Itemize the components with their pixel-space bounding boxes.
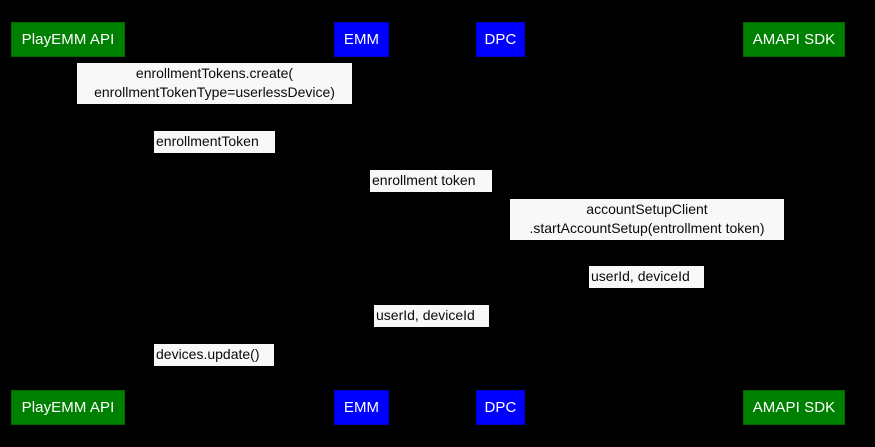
lifeline-playemm-api [68,57,69,390]
participant-label-emm: EMM [343,31,380,48]
lifeline-dpc [500,57,501,390]
participant-label-amapi-sdk: AMAPI SDK [752,31,836,48]
message-label-userid-deviceid-dpc-to-emm: userId, deviceId [374,305,489,327]
message-label-enrollment-token: enrollment token [370,170,492,192]
arrow-message-7 [68,367,361,368]
message-label-enrollment-tokens-create: enrollmentTokens.create( enrollmentToken… [77,63,352,104]
participant-footer-dpc[interactable]: DPC [476,390,525,425]
lifeline-amapi-sdk [794,57,795,390]
arrow-message-1 [68,105,361,106]
participant-footer-amapi-sdk[interactable]: AMAPI SDK [743,390,845,425]
arrow-message-4 [500,241,794,242]
participant-label-playemm-api: PlayEMM API [21,31,115,48]
participant-label-dpc: DPC [484,31,517,48]
participant-label-emm-footer: EMM [343,399,380,416]
lifeline-emm [361,57,362,390]
participant-header-emm[interactable]: EMM [334,22,389,57]
message-label-userid-deviceid-sdk-to-dpc: userId, deviceId [589,266,704,288]
participant-label-amapi-sdk-footer: AMAPI SDK [752,399,836,416]
participant-footer-emm[interactable]: EMM [334,390,389,425]
participant-header-dpc[interactable]: DPC [476,22,525,57]
participant-footer-playemm-api[interactable]: PlayEMM API [11,390,125,425]
arrow-message-3 [361,193,500,194]
participant-header-amapi-sdk[interactable]: AMAPI SDK [743,22,845,57]
participant-label-playemm-api-footer: PlayEMM API [21,399,115,416]
message-label-devices-update: devices.update() [154,344,274,366]
arrow-message-5 [500,289,794,290]
message-label-enrollment-token-camel: enrollmentToken [154,131,275,153]
participant-header-playemm-api[interactable]: PlayEMM API [11,22,125,57]
participant-label-dpc-footer: DPC [484,399,517,416]
arrow-message-2 [68,154,361,155]
message-label-start-account-setup: accountSetupClient .startAccountSetup(en… [510,199,784,240]
arrow-message-6 [361,328,500,329]
